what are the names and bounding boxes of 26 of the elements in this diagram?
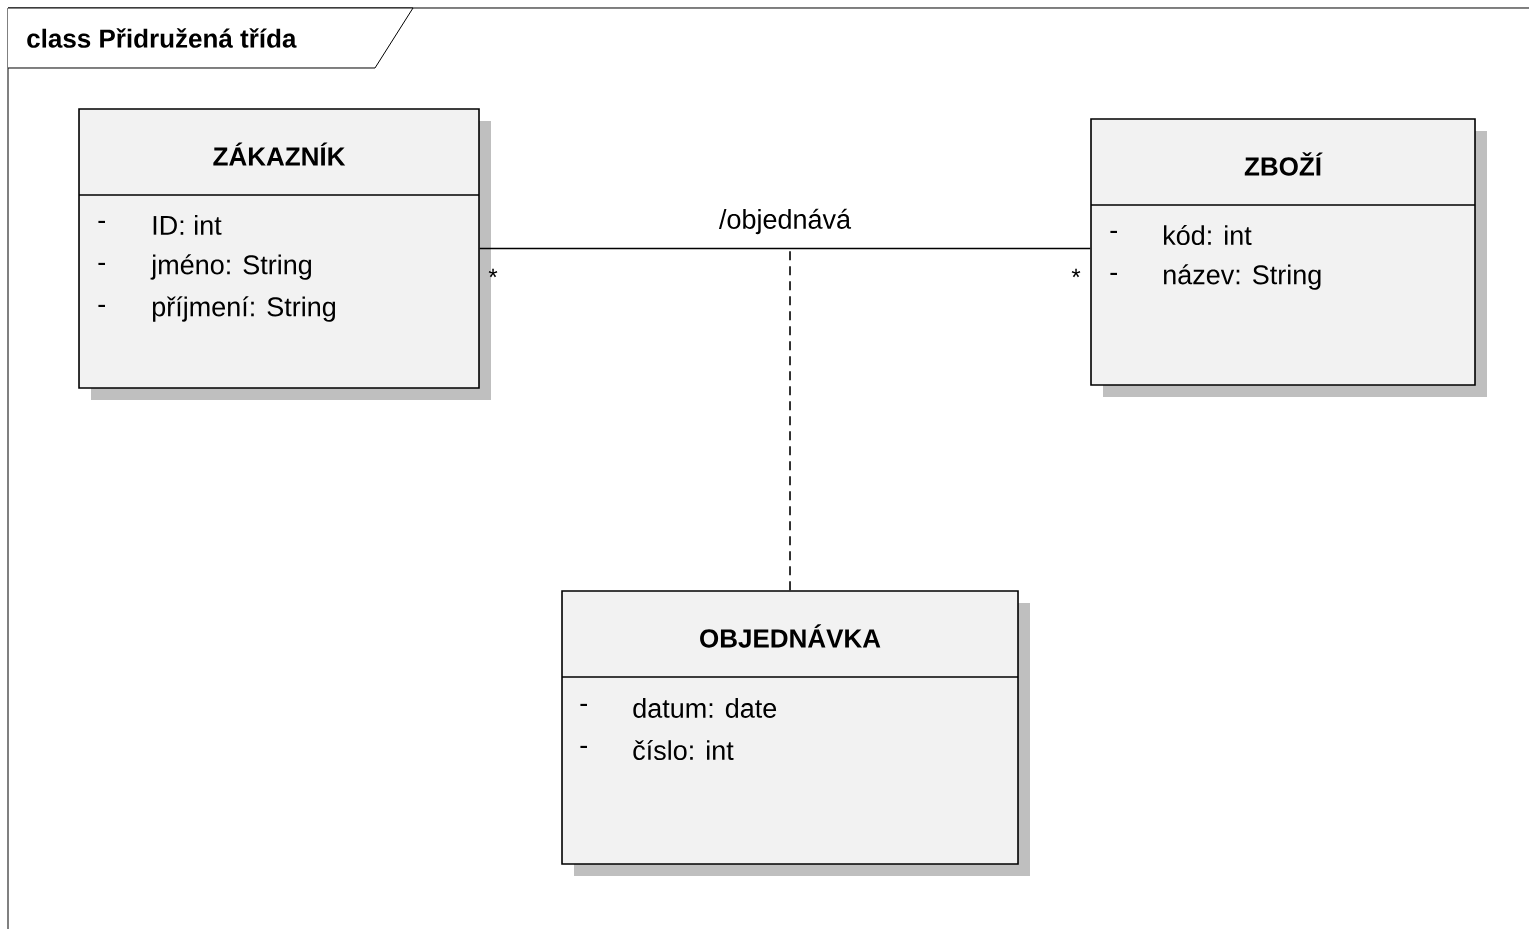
class-box bbox=[78, 108, 491, 400]
visibility-marker: - bbox=[98, 304, 105, 307]
attribute: kód: int bbox=[1164, 224, 1252, 246]
attribute: datum: date bbox=[633, 698, 777, 718]
class-name: ZÁKAZNÍK bbox=[213, 142, 346, 166]
class-box bbox=[1090, 118, 1487, 397]
attribute: číslo: int bbox=[633, 739, 734, 761]
multiplicity: * bbox=[488, 268, 498, 278]
class-name: OBJEDNÁVKA bbox=[700, 624, 881, 648]
attribute: příjmení: String bbox=[152, 296, 335, 322]
association-line bbox=[479, 247, 1091, 250]
class-box bbox=[561, 590, 1030, 876]
visibility-marker: - bbox=[1110, 230, 1117, 233]
visibility-marker: - bbox=[98, 262, 105, 265]
attribute: jméno: String bbox=[150, 254, 311, 280]
multiplicity: * bbox=[1071, 268, 1081, 278]
class-name: ZBOŽÍ bbox=[1244, 152, 1323, 176]
visibility-marker: - bbox=[98, 220, 105, 223]
attribute: ID: int bbox=[153, 215, 222, 235]
frame bbox=[7, 7, 1529, 929]
edge-label: /objednává bbox=[718, 208, 852, 235]
attribute: název: String bbox=[1164, 264, 1321, 290]
visibility-marker: - bbox=[1110, 272, 1117, 275]
frame-title: class Přidružená třída bbox=[27, 28, 297, 48]
visibility-marker: - bbox=[580, 703, 587, 706]
visibility-marker: - bbox=[580, 745, 587, 748]
